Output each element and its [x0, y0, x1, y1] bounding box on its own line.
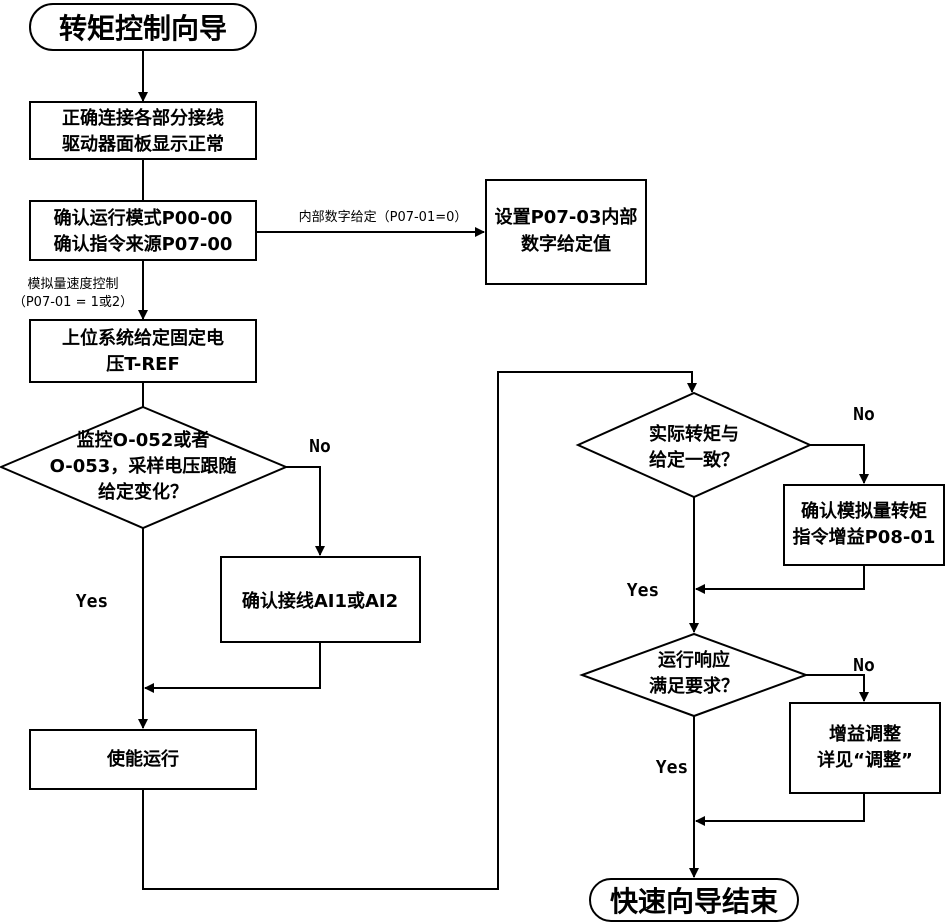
step-enable-run: 使能运行 [29, 729, 257, 790]
edge-label-torque-yes: Yes [627, 580, 660, 601]
step-connect: 正确连接各部分接线 驱动器面板显示正常 [29, 101, 257, 160]
step-check-gain-line1: 确认模拟量转矩 [801, 500, 927, 522]
step-enable-run-label: 使能运行 [106, 748, 179, 770]
start-terminator: 转矩控制向导 [29, 3, 257, 51]
decision-torque-match: 实际转矩与 给定一致？ [575, 391, 813, 499]
edge-torque-no [810, 444, 869, 484]
step-check-wiring-label: 确认接线AI1或AI2 [242, 590, 398, 612]
decision-response-ok-line1: 运行响应 [658, 649, 730, 671]
edge-response-no [806, 674, 869, 702]
step-gain-adjust-line1: 增益调整 [829, 723, 901, 745]
edge-run-torque [142, 371, 697, 890]
step-gain-adjust: 增益调整 详见“调整” [789, 702, 941, 794]
step-gain-adjust-line2: 详见“调整” [817, 749, 913, 771]
decision-monitor-line3: 给定变化？ [98, 481, 188, 503]
edge-adjust-return [695, 793, 865, 826]
edge-label-analog-speed-line2: （P07-01 = 1或2） [13, 295, 133, 310]
step-connect-line1: 正确连接各部分接线 [62, 107, 224, 129]
decision-response-ok-line2: 满足要求？ [649, 675, 739, 697]
step-confirm-mode-line1: 确认运行模式P00-00 [54, 207, 233, 229]
edge-monitor-no [286, 466, 325, 556]
step-confirm-mode: 确认运行模式P00-00 确认指令来源P07-00 [29, 200, 257, 261]
decision-monitor: 监控O-052或者 O-053，采样电压跟随 给定变化？ [0, 405, 289, 530]
step-host-voltage-line1: 上位系统给定固定电 [62, 327, 224, 349]
decision-torque-match-line1: 实际转矩与 [649, 423, 739, 445]
step-internal-value: 设置P07-03内部 数字给定值 [485, 179, 647, 285]
decision-torque-match-line2: 给定一致？ [649, 449, 739, 471]
edge-label-monitor-yes: Yes [76, 591, 109, 612]
step-connect-line2: 驱动器面板显示正常 [62, 133, 224, 155]
edge-label-internal-digital: 内部数字给定（P07-01=0） [299, 209, 468, 225]
flowchart-title: 转矩控制向导 [59, 12, 227, 45]
decision-response-ok: 运行响应 满足要求？ [579, 632, 809, 718]
decision-monitor-line1: 监控O-052或者 [77, 429, 210, 451]
edge-label-analog-speed-line1: 模拟量速度控制 [27, 276, 118, 292]
step-confirm-mode-line2: 确认指令来源P07-00 [54, 233, 233, 255]
step-internal-value-line1: 设置P07-03内部 [495, 206, 638, 228]
edge-label-response-no: No [853, 655, 875, 676]
step-host-voltage: 上位系统给定固定电 压T-REF [29, 319, 257, 383]
step-host-voltage-line2: 压T-REF [106, 354, 180, 375]
edge-gain-return [695, 565, 865, 594]
step-check-gain: 确认模拟量转矩 指令增益P08-01 [783, 484, 945, 566]
end-label: 快速向导结束 [610, 885, 778, 918]
edge-label-response-yes: Yes [656, 757, 689, 778]
edge-wiring-return [144, 642, 321, 693]
edge-label-torque-no: No [853, 404, 875, 425]
step-check-gain-line2: 指令增益P08-01 [793, 526, 936, 548]
step-check-wiring: 确认接线AI1或AI2 [220, 556, 421, 643]
end-terminator: 快速向导结束 [589, 878, 799, 922]
edge-label-monitor-no: No [309, 436, 331, 457]
decision-monitor-line2: O-053，采样电压跟随 [50, 455, 237, 477]
step-internal-value-line2: 数字给定值 [521, 233, 611, 255]
